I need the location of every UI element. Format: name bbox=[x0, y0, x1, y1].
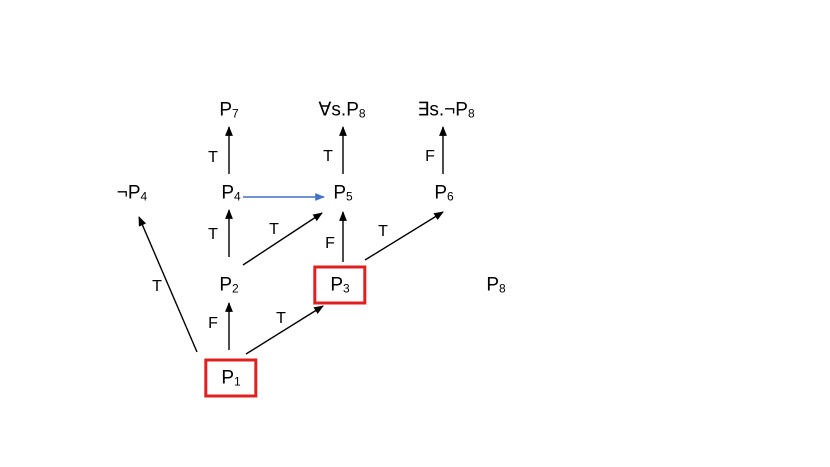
edge-p1-notp4 bbox=[138, 216, 198, 353]
edge-p1-p3 bbox=[245, 305, 324, 355]
label-p3-p5: F bbox=[325, 235, 335, 252]
edge-p3-p6 bbox=[364, 211, 444, 261]
label-p1-notp4: T bbox=[152, 278, 162, 295]
label-p2-p4: T bbox=[208, 226, 218, 243]
label-p3-p6: T bbox=[378, 223, 388, 240]
node-forall-p8: ∀s.P8 bbox=[318, 99, 366, 121]
node-not-p4: ¬P4 bbox=[116, 182, 148, 204]
node-p6: P6 bbox=[434, 182, 454, 204]
node-p1-highlighted: P1 bbox=[204, 358, 258, 398]
label-p5-forall: T bbox=[323, 148, 333, 165]
node-exists-not-p8: ∃s.¬P8 bbox=[417, 99, 475, 121]
label-p6-exists: F bbox=[425, 148, 435, 165]
node-p8: P8 bbox=[486, 274, 506, 296]
node-p2: P2 bbox=[219, 274, 239, 296]
node-p5: P5 bbox=[333, 182, 353, 204]
node-p4: P4 bbox=[221, 182, 241, 204]
label-p4-p7: T bbox=[208, 149, 218, 166]
label-p1-p2: F bbox=[208, 315, 218, 332]
node-p3-highlighted: P3 bbox=[313, 265, 367, 305]
label-p1-p3: T bbox=[276, 310, 286, 327]
node-p7: P7 bbox=[219, 99, 239, 121]
label-p2-p5: T bbox=[269, 221, 279, 238]
edge-p2-p5 bbox=[242, 212, 323, 266]
